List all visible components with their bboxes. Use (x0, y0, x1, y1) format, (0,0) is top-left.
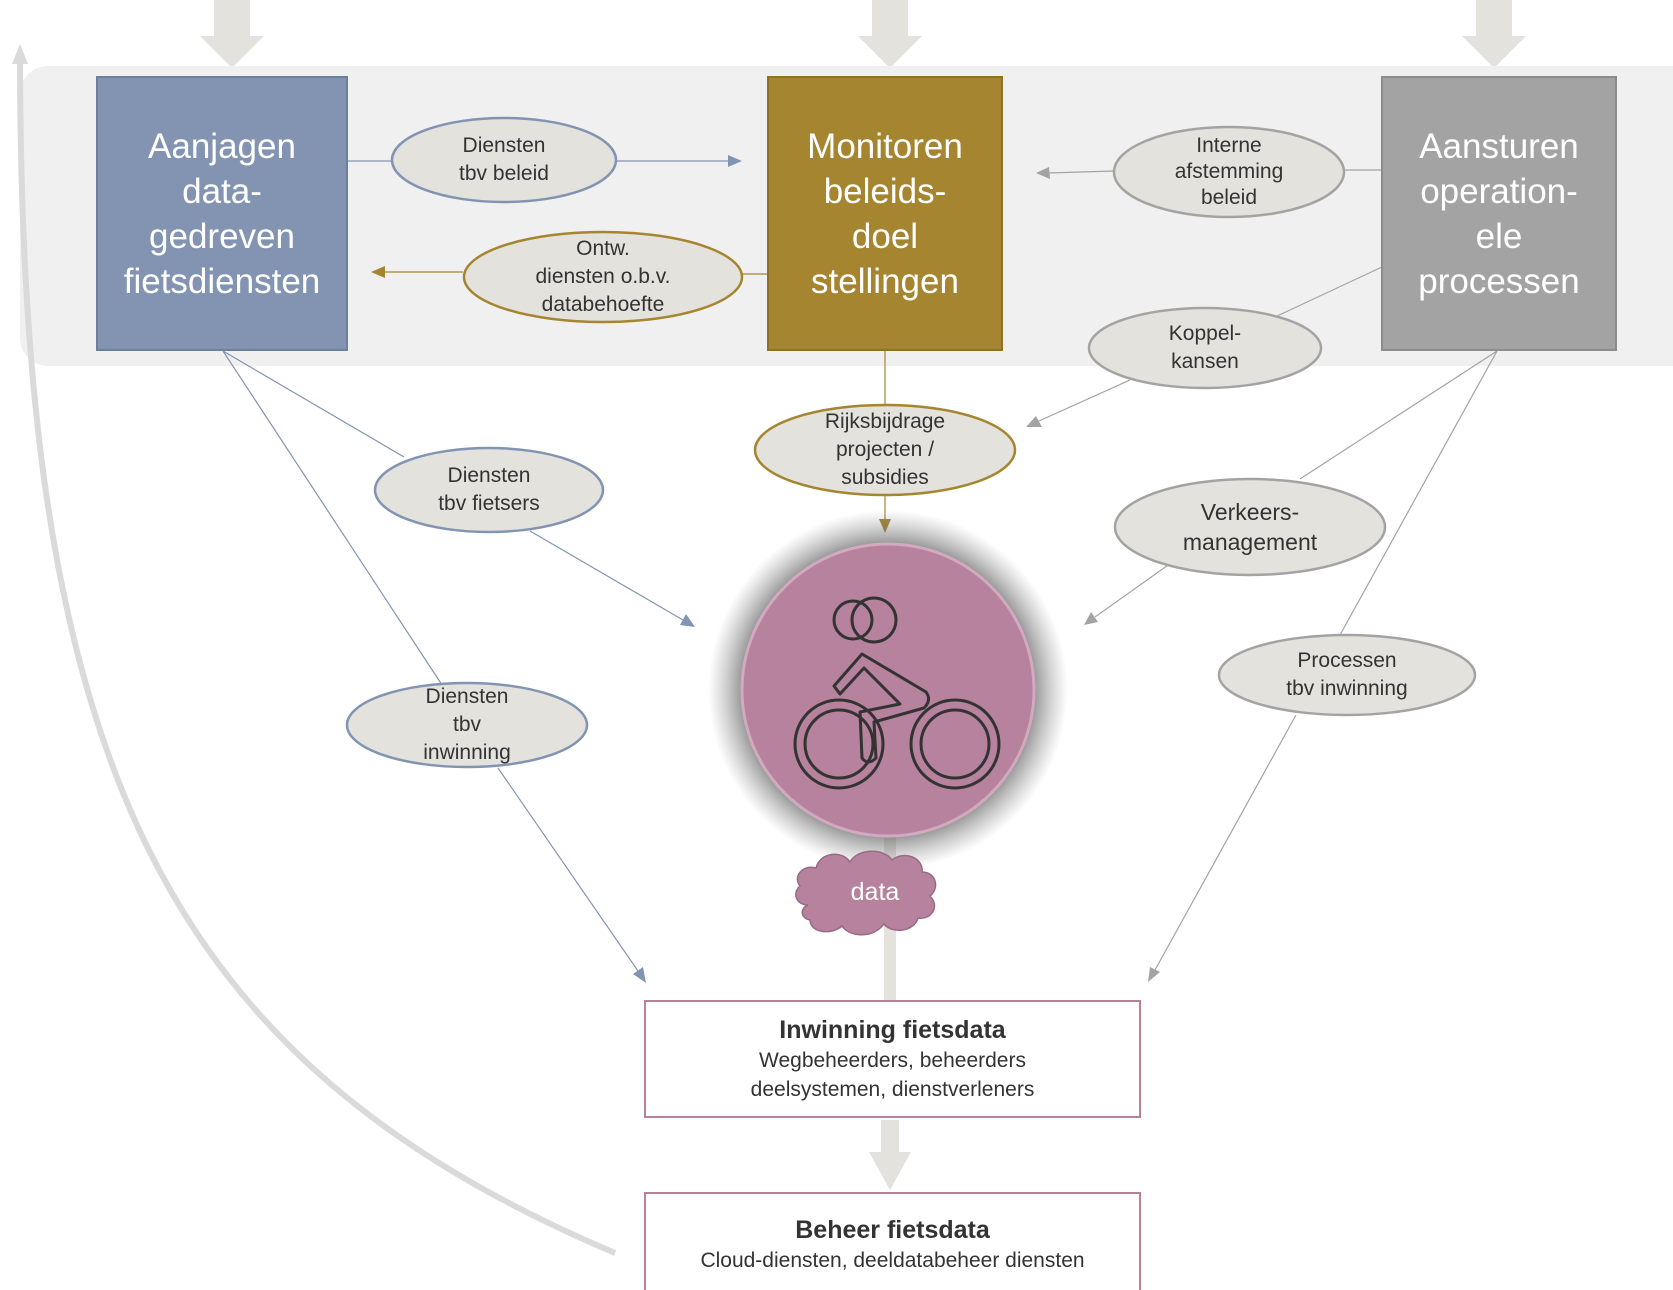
inwinning-title: Inwinning fietsdata (779, 1016, 1006, 1044)
block-monitoren-label: Monitoren beleids- doel stellingen (807, 126, 963, 301)
oval-ontw-diensten: Ontw. diensten o.b.v. databehoefte (464, 232, 742, 322)
line-right-to-processen (1339, 350, 1498, 636)
oval-koppelkansen-label: Koppel- kansen (1168, 322, 1242, 373)
line-afstemming-to-middle (1047, 170, 1115, 174)
oval-koppelkansen-shape (1087, 306, 1323, 390)
block-aanjagen: Aanjagen data- gedreven fietsdiensten (97, 77, 347, 350)
line-fietsers-to-center (529, 530, 684, 621)
oval-processen-inwinning-shape (1217, 633, 1477, 717)
line-right-to-koppel (1274, 266, 1383, 318)
beheer-subtitle: Cloud-diensten, deeldatabeheer diensten (700, 1249, 1085, 1272)
oval-diensten-fietsers-shape (373, 446, 605, 534)
oval-interne-afstemming-label: Interne afstemming beleid (1174, 134, 1284, 209)
oval-diensten-beleid-shape (390, 116, 618, 204)
oval-diensten-fietsers-label: Diensten tbv fietsers (438, 464, 540, 515)
line-verkeers-to-center (1094, 562, 1172, 618)
oval-koppelkansen: Koppel- kansen (1089, 308, 1321, 388)
oval-diensten-fietsers: Diensten tbv fietsers (375, 448, 603, 532)
inwinning-box: Inwinning fietsdata Wegbeheerders, behee… (644, 1000, 1141, 1118)
data-cloud: data (820, 870, 930, 914)
data-cloud-label: data (850, 877, 900, 906)
oval-diensten-inwinning: Diensten tbv inwinning (347, 680, 587, 770)
oval-processen-inwinning-label: Processen tbv inwinning (1286, 649, 1408, 700)
cyclist-icon (793, 596, 1001, 790)
oval-diensten-inwinning-shape (345, 681, 589, 769)
oval-verkeersmanagement: Verkeers- management (1115, 479, 1385, 575)
oval-diensten-inwinning-label: Diensten tbv inwinning (423, 685, 511, 764)
oval-verkeersmanagement-shape (1113, 477, 1387, 577)
top-arrow-middle (858, 0, 922, 68)
line-left-to-fietsers (222, 350, 405, 458)
beheer-title: Beheer fietsdata (795, 1216, 990, 1244)
top-down-arrows (200, 0, 1526, 68)
oval-rijksbijdrage-label: Rijksbijdrage projecten / subsidies (824, 410, 946, 489)
oval-interne-afstemming: Interne afstemming beleid (1114, 127, 1344, 217)
block-aansturen-shape (1381, 76, 1617, 351)
top-arrow-right (1462, 0, 1526, 68)
block-monitoren-shape (767, 76, 1003, 351)
block-aansturen-label: Aansturen operation- ele processen (1418, 126, 1580, 301)
oval-diensten-beleid-label: Diensten tbv beleid (459, 134, 549, 185)
oval-interne-afstemming-shape (1112, 125, 1346, 219)
block-aansturen: Aansturen operation- ele processen (1382, 77, 1616, 350)
block-aanjagen-shape (96, 76, 348, 351)
oval-diensten-beleid: Diensten tbv beleid (392, 118, 616, 202)
oval-rijksbijdrage: Rijksbijdrage projecten / subsidies (755, 405, 1015, 495)
line-koppel-to-rijks (1038, 379, 1131, 422)
block-aanjagen-label: Aanjagen data- gedreven fietsdiensten (123, 126, 321, 301)
line-left-to-inwinning-oval (222, 350, 445, 689)
top-arrow-left (200, 0, 264, 68)
inwinning-to-beheer-arrow (869, 1120, 911, 1190)
line-inwinning-oval-to-box (497, 767, 639, 972)
inwinning-subtitle: Wegbeheerders, beheerders deelsystemen, … (750, 1049, 1035, 1101)
oval-ontw-diensten-shape (462, 230, 744, 324)
oval-verkeersmanagement-label: Verkeers- management (1182, 499, 1318, 555)
line-right-to-verkeers (1299, 350, 1498, 480)
feedback-curve (17, 54, 617, 1256)
line-processen-to-box (1154, 714, 1297, 971)
oval-ontw-diensten-label: Ontw. diensten o.b.v. databehoefte (535, 237, 671, 316)
beheer-box: Beheer fietsdata Cloud-diensten, deeldat… (644, 1192, 1141, 1290)
oval-processen-inwinning: Processen tbv inwinning (1219, 635, 1475, 715)
feedback-arrowhead (12, 44, 28, 64)
block-monitoren: Monitoren beleids- doel stellingen (768, 77, 1002, 350)
oval-rijksbijdrage-shape (753, 403, 1017, 497)
data-cloud-shape (795, 850, 937, 936)
